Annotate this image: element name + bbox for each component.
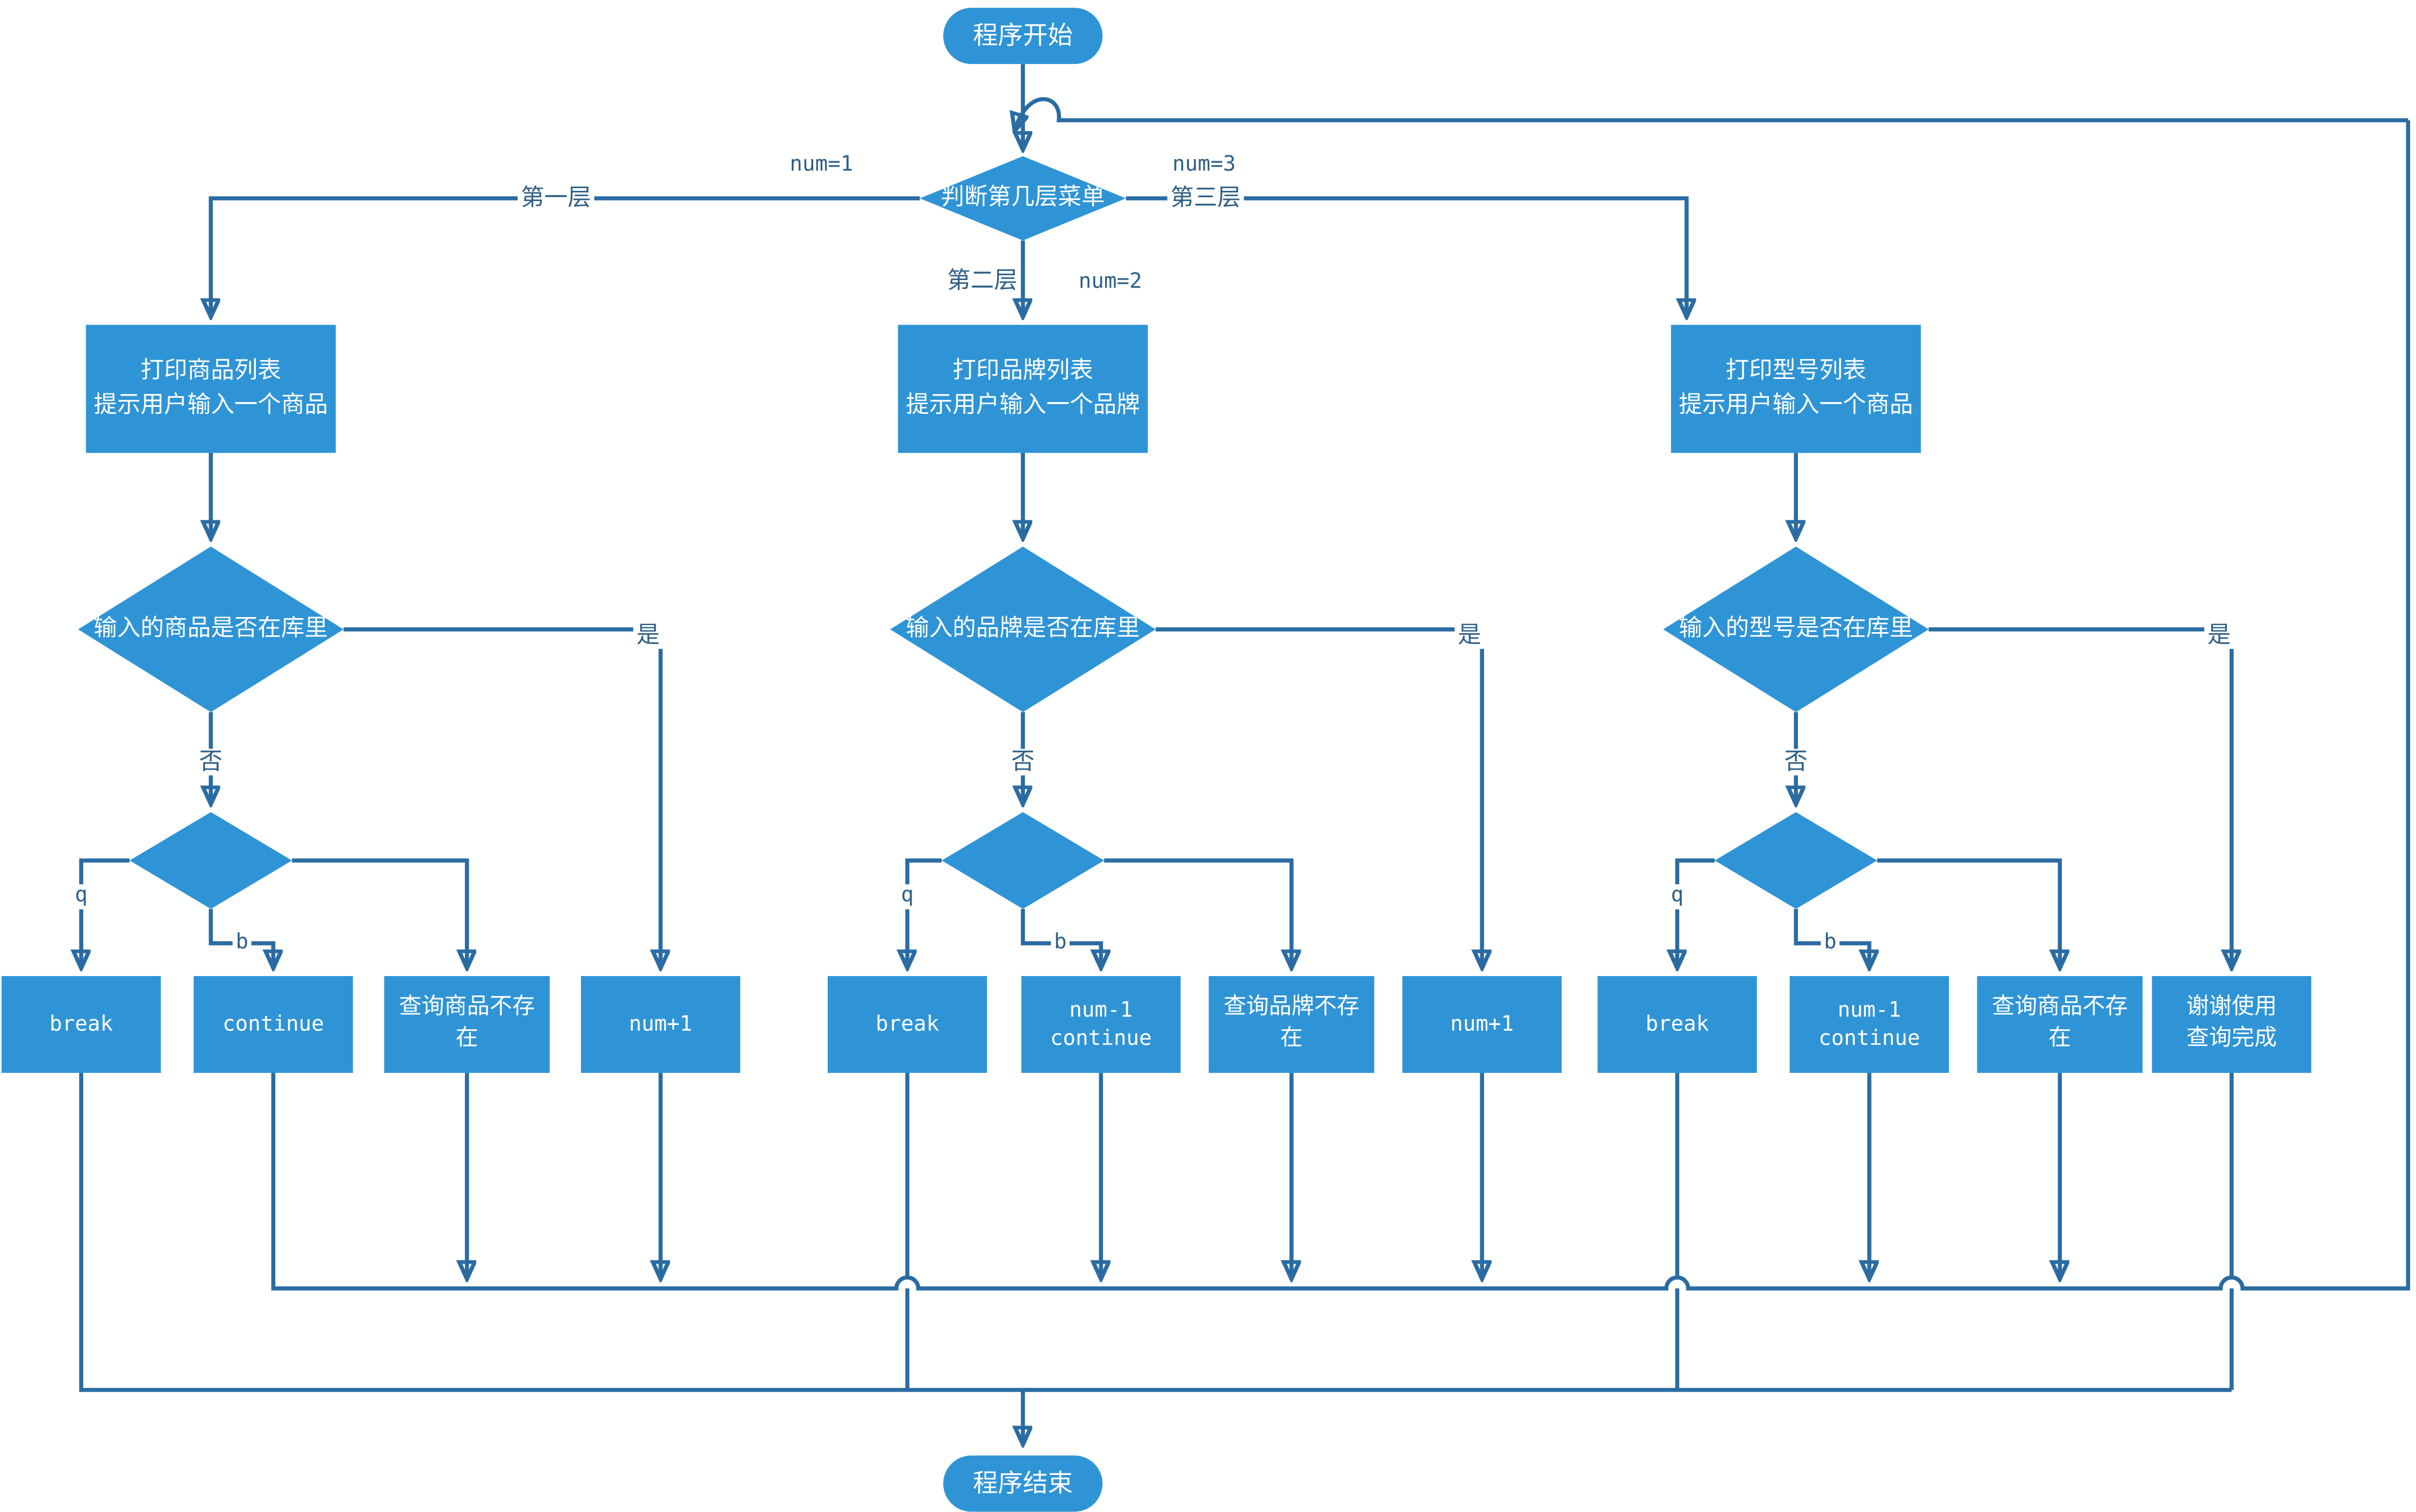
start-label: 程序开始 (973, 20, 1073, 51)
process-line: 打印商品列表 (140, 356, 281, 385)
box-line: break (1645, 1012, 1709, 1037)
start-node[interactable]: 程序开始 (943, 8, 1103, 65)
box-line: 查询商品不存 (399, 995, 535, 1021)
edge-mid-check-yes (1156, 627, 1482, 967)
box-line: 在 (1280, 1026, 1303, 1051)
check-label: 输入的型号是否在库里 (1679, 614, 1913, 642)
box-line: break (49, 1012, 113, 1037)
edge-label-q-left: q (71, 884, 91, 909)
box-line: break (876, 1012, 940, 1037)
box-product-not-found-right[interactable]: 查询商品不存 在 (1977, 976, 2143, 1073)
box-line: num-1 (1069, 997, 1133, 1023)
edge-label-no-right: 否 (1781, 749, 1811, 776)
edge-label-yes-left: 是 (633, 622, 663, 649)
menu-level-decision-label: 判断第几层菜单 (941, 183, 1105, 211)
process-print-brands[interactable]: 打印品牌列表 提示用户输入一个品牌 (898, 325, 1148, 453)
edge-label-yes-right: 是 (2204, 622, 2234, 649)
box-line: 在 (2048, 1026, 2071, 1051)
box-break-mid[interactable]: break (827, 976, 987, 1073)
box-num-minus-continue-right[interactable]: num-1 continue (1789, 976, 1949, 1073)
box-line: 查询完成 (2186, 1026, 2277, 1051)
process-line: 提示用户输入一个品牌 (906, 390, 1141, 419)
edge-right-else (1877, 858, 2060, 967)
edge-menu-to-right-rect (1125, 196, 1687, 316)
edge-label-level1: 第一层 (518, 185, 594, 212)
edge-label-no-mid: 否 (1008, 749, 1038, 776)
edge-label-num3: num=3 (1172, 152, 1236, 177)
box-continue-left[interactable]: continue (193, 976, 353, 1073)
box-line: num+1 (628, 1012, 693, 1037)
edge-label-num2: num=2 (1078, 269, 1142, 294)
end-node[interactable]: 程序结束 (943, 1455, 1103, 1512)
end-label: 程序结束 (973, 1468, 1073, 1499)
box-line: 查询商品不存 (1991, 995, 2128, 1021)
edge-label-b-right: b (1820, 931, 1840, 956)
edge-break-left-to-end-line (79, 1073, 2232, 1392)
box-line: 谢谢使用 (2186, 995, 2277, 1021)
box-break-right[interactable]: break (1597, 976, 1757, 1073)
box-line: num-1 (1837, 997, 1901, 1023)
process-line: 提示用户输入一个商品 (1679, 390, 1913, 419)
box-num-plus-one-mid[interactable]: num+1 (1402, 976, 1562, 1073)
check-label: 输入的品牌是否在库里 (906, 614, 1141, 642)
edge-right-q (1677, 858, 1715, 967)
process-line: 打印品牌列表 (952, 356, 1093, 385)
box-line: continue (222, 1012, 324, 1037)
box-line: continue (1050, 1026, 1152, 1051)
process-print-products[interactable]: 打印商品列表 提示用户输入一个商品 (85, 325, 336, 453)
edge-label-q-mid: q (898, 884, 917, 909)
edge-label-yes-mid: 是 (1454, 622, 1485, 649)
edge-loop-back-line (271, 120, 2411, 1291)
edge-right-check-yes (1929, 627, 2232, 967)
process-print-models[interactable]: 打印型号列表 提示用户输入一个商品 (1671, 325, 1921, 453)
box-num-plus-one-left[interactable]: num+1 (580, 976, 741, 1073)
box-line: continue (1818, 1026, 1920, 1051)
box-num-minus-continue-mid[interactable]: num-1 continue (1021, 976, 1181, 1073)
edge-left-q (81, 858, 130, 967)
box-line: 查询品牌不存 (1223, 995, 1360, 1021)
edge-label-num1: num=1 (790, 152, 854, 177)
edge-label-b-left: b (232, 931, 252, 956)
edge-label-no-left: 否 (196, 749, 226, 776)
process-line: 提示用户输入一个商品 (94, 390, 328, 419)
edge-label-b-mid: b (1051, 931, 1070, 956)
edge-menu-to-left-rect (211, 196, 920, 316)
edge-mid-else (1104, 858, 1292, 967)
box-line: num+1 (1450, 1012, 1514, 1037)
box-product-not-found-left[interactable]: 查询商品不存 在 (384, 976, 550, 1073)
edge-left-else (292, 858, 467, 967)
process-line: 打印型号列表 (1725, 356, 1867, 385)
box-brand-not-found-mid[interactable]: 查询品牌不存 在 (1208, 976, 1374, 1073)
box-line: 在 (455, 1026, 478, 1051)
edge-left-check-yes (343, 627, 661, 967)
edge-label-q-right: q (1667, 884, 1687, 909)
box-thanks-done-right[interactable]: 谢谢使用 查询完成 (2152, 976, 2312, 1073)
edge-loop-curl (1015, 97, 2408, 130)
edge-label-level2: 第二层 (947, 266, 1017, 295)
edge-mid-q (907, 858, 942, 967)
box-break-left[interactable]: break (1, 976, 161, 1073)
check-label: 输入的商品是否在库里 (94, 614, 328, 642)
edge-label-level3: 第三层 (1167, 185, 1244, 212)
